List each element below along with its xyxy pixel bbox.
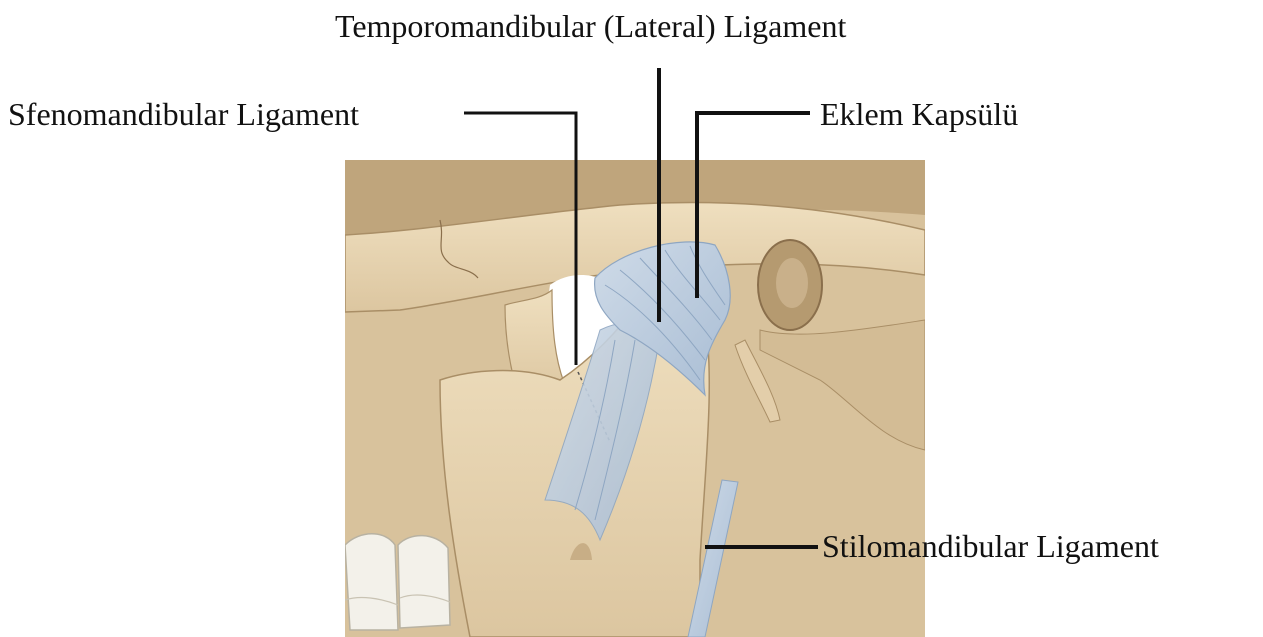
label-stilomandibular-ligament: Stilomandibular Ligament — [822, 530, 1159, 562]
label-eklem-kapsulu: Eklem Kapsülü — [820, 98, 1018, 130]
ear-canal-inner — [776, 258, 808, 308]
anatomy-panel — [345, 160, 925, 637]
label-temporomandibular-ligament: Temporomandibular (Lateral) Ligament — [335, 10, 846, 42]
label-sfenomandibular-ligament: Sfenomandibular Ligament — [8, 98, 359, 130]
